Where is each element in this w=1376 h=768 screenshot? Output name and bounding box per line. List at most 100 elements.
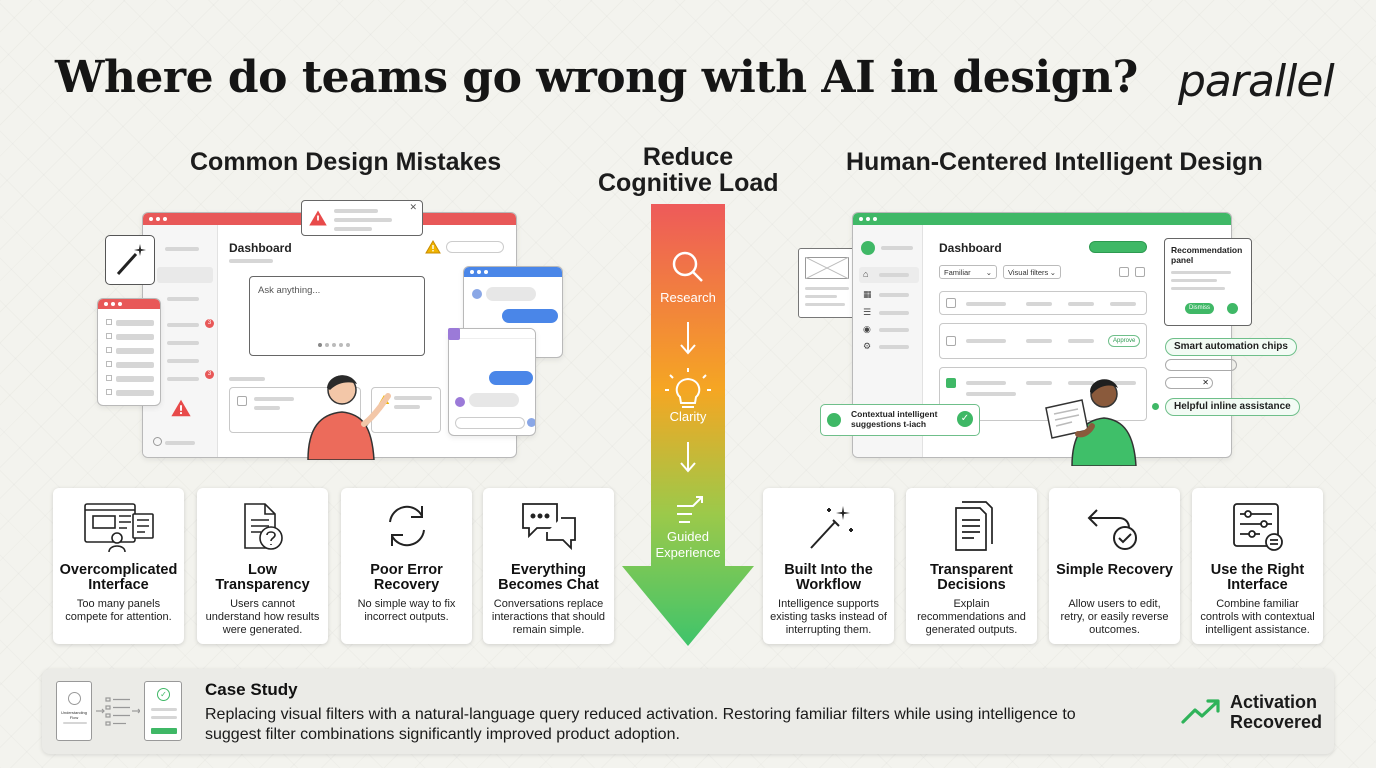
card-description: Too many panels compete for attention. — [65, 598, 172, 623]
case-study-banner — [42, 669, 1334, 754]
notification-badge: 3 — [205, 319, 214, 328]
chip-inline-assistance[interactable]: Helpful inline assistance — [1165, 398, 1300, 416]
reduce-cognitive-load-arrow — [622, 204, 754, 646]
flow-thumbnail-caption: Understanding Flow — [60, 710, 88, 720]
filters-thumbnail: ✓ — [144, 681, 182, 741]
globe-icon — [153, 437, 162, 446]
card-description: Combine familiar controls with contextua… — [1200, 598, 1315, 636]
dismiss-button[interactable]: Dismiss — [1185, 303, 1214, 314]
transition-arrows — [96, 697, 140, 726]
undo-check-icon — [1087, 509, 1137, 550]
card-description: Conversations replace interactions that … — [491, 598, 606, 636]
primary-action-button[interactable] — [1089, 241, 1147, 253]
connector-dot — [1152, 403, 1159, 410]
grid-icon[interactable]: ▦ — [863, 289, 872, 299]
warning-icon — [309, 210, 327, 226]
outcome-line2: Recovered — [1230, 712, 1323, 732]
close-icon[interactable]: ✕ — [1202, 378, 1209, 387]
card-use-right-interface: Use the Right Interface Combine familiar… — [1192, 488, 1323, 644]
recommendation-panel-title: Recommendation panel — [1171, 245, 1243, 265]
documents-icon — [954, 501, 993, 551]
center-heading-line1: Reduce — [642, 143, 734, 171]
chevron-down-icon: ⌄ — [985, 268, 992, 277]
intelligent-design-illustration: ⌂ ▦ ☰ ◉ ⚙ Dashboard Familiar ⌄ Visual fil… — [796, 208, 1300, 466]
check-icon: ✓ — [957, 411, 973, 427]
person-pointing-illustration — [307, 375, 391, 460]
card-description: No simple way to fix incorrect outputs. — [357, 598, 456, 623]
step-research-label: Research — [660, 290, 716, 305]
sparkle-icon — [827, 413, 841, 427]
notification-badge: 3 — [205, 370, 214, 379]
step-guided-line2: Experience — [655, 545, 721, 560]
step-clarity-label: Clarity — [669, 409, 707, 424]
refresh-icon — [388, 505, 425, 547]
row-status-chip[interactable]: Approve — [1108, 335, 1141, 347]
search-input[interactable] — [446, 241, 504, 253]
contextual-suggestion-card[interactable]: Contextual intelligent suggestions t-iac… — [820, 404, 980, 436]
gear-icon[interactable]: ⚙ — [863, 341, 872, 351]
left-section-heading: Common Design Mistakes — [190, 148, 502, 176]
wireframe-sheet — [798, 248, 856, 318]
warning-icon — [171, 399, 191, 417]
send-icon[interactable] — [527, 418, 535, 427]
magic-wand-icon — [116, 244, 146, 276]
next-icon[interactable] — [1135, 267, 1145, 277]
sliders-icon — [1232, 503, 1283, 551]
card-transparent-decisions: Transparent Decisions Explain recommenda… — [906, 488, 1037, 644]
card-description: Users cannot understand how results were… — [205, 598, 320, 636]
removable-pill[interactable]: ✕ — [1165, 377, 1213, 389]
step-guided-line1: Guided — [667, 529, 709, 544]
filter-familiar-label: Familiar — [944, 268, 971, 277]
eye-icon[interactable]: ◉ — [863, 324, 871, 334]
path-arrow-icon — [677, 496, 703, 523]
chevron-down-icon: ⌄ — [1049, 268, 1056, 277]
brand-logo: parallel — [1178, 56, 1335, 107]
case-study-title: Case Study — [205, 680, 298, 699]
warning-tooltip: ✕ — [301, 200, 423, 236]
lightbulb-icon — [665, 368, 711, 408]
chip-smart-automation[interactable]: Smart automation chips — [1165, 338, 1297, 356]
card-poor-error-recovery: Poor Error Recovery No simple way to fix… — [341, 488, 472, 644]
mistakes-illustration: 3 3 Dashboard Ask anything... — [95, 198, 575, 463]
chat-window — [448, 328, 536, 436]
dashboard-title: Dashboard — [939, 241, 1002, 255]
table-row[interactable] — [939, 291, 1147, 315]
center-section-heading: Reduce Cognitive Load — [598, 143, 779, 197]
prompt-placeholder: Ask anything... — [258, 285, 321, 296]
card-title: Use the Right Interface — [1210, 562, 1305, 593]
filter-select-visual[interactable]: Visual filters⌄ — [1003, 265, 1061, 279]
center-heading-line2: Cognitive Load — [598, 169, 779, 197]
down-arrow-icon — [680, 442, 696, 473]
carousel-dots — [318, 343, 350, 347]
search-icon — [672, 251, 703, 282]
person-with-tablet-illustration — [1045, 379, 1137, 466]
case-study-body: Replacing visual filters with a natural-… — [205, 706, 1076, 743]
table-row[interactable]: Approve — [939, 323, 1147, 359]
document-question-icon — [243, 503, 283, 550]
ask-anything-prompt[interactable]: Ask anything... — [249, 276, 425, 356]
card-title: Poor Error Recovery — [370, 562, 443, 593]
magic-wand-icon — [809, 506, 853, 549]
card-simple-recovery: Simple Recovery Allow users to edit, ret… — [1049, 488, 1180, 644]
cluttered-windows-icon — [83, 503, 154, 552]
chat-input[interactable] — [455, 417, 525, 429]
case-study-outcome: Activation Recovered — [1230, 692, 1322, 732]
filter-select-familiar[interactable]: Familiar ⌄ — [939, 265, 997, 279]
toggle-icon[interactable] — [1227, 303, 1238, 314]
page-title: Where do teams go wrong with AI in desig… — [55, 52, 1138, 103]
avatar — [861, 241, 875, 255]
view-toggle[interactable] — [1119, 267, 1129, 277]
outcome-line1: Activation — [1230, 692, 1318, 712]
magic-wand-tile[interactable] — [105, 235, 155, 285]
card-description: Explain recommendations and generated ou… — [917, 598, 1026, 636]
card-overcomplicated-interface: Overcomplicated Interface Too many panel… — [53, 488, 184, 644]
suggestion-pill[interactable] — [1165, 359, 1237, 371]
card-title: Everything Becomes Chat — [498, 562, 599, 593]
close-icon[interactable]: ✕ — [409, 202, 417, 212]
home-icon[interactable]: ⌂ — [863, 269, 869, 279]
right-section-heading: Human-Centered Intelligent Design — [846, 148, 1263, 176]
list-icon[interactable]: ☰ — [863, 307, 872, 317]
card-description: Allow users to edit, retry, or easily re… — [1060, 598, 1169, 636]
card-built-into-workflow: Built Into the Workflow Intelligence sup… — [763, 488, 894, 644]
dashboard-title: Dashboard — [229, 241, 292, 255]
